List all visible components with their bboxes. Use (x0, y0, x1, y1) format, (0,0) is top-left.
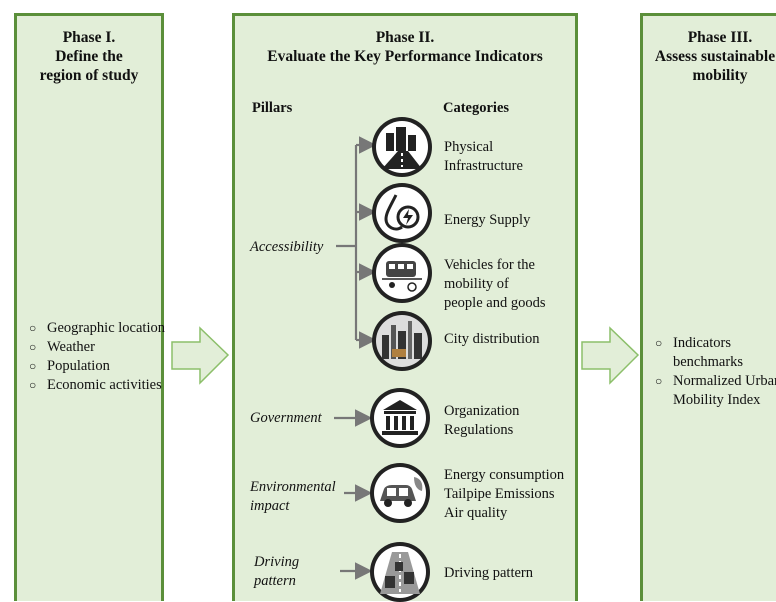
pillar-driving-pattern: Driving pattern (254, 554, 300, 589)
phase-3-list: Indicators benchmarks Normalized Urban M… (651, 334, 776, 410)
vehicles-people-icon (372, 243, 432, 303)
categories-header: Categories (443, 100, 510, 116)
phase-3-title: Phase III. Assess sustainable mobility (643, 28, 776, 85)
category-organization-regulations: Organization Regulations (444, 403, 520, 438)
car-leaf-icon (370, 463, 430, 523)
list-item: Indicators benchmarks (651, 334, 776, 372)
category-environmental: Energy consumption Tailpipe Emissions Ai… (444, 467, 565, 521)
phase-1-list: Geographic location Weather Population E… (25, 319, 165, 395)
list-item: Economic activities (25, 376, 165, 395)
road-city-icon (372, 117, 432, 177)
city-skyline-icon (372, 311, 432, 371)
category-physical-infrastructure: Physical Infrastructure (444, 139, 523, 174)
category-driving-pattern: Driving pattern (444, 565, 533, 581)
phase-3-title-line: Assess sustainable (654, 48, 776, 65)
pillar-accessibility: Accessibility (250, 239, 324, 255)
list-item: Weather (25, 338, 165, 357)
pillar-environmental-impact: Environmental impact (250, 479, 336, 514)
list-item: Normalized Urban Mobility Index (651, 372, 776, 410)
flow-arrow-icon (171, 326, 230, 385)
phase-2-title: Phase II. Evaluate the Key Performance I… (267, 29, 543, 65)
phase-3-title-line: mobility (692, 67, 748, 84)
category-city-distribution: City distribution (444, 331, 540, 347)
phase-1-title: Phase I. Define the region of study (39, 29, 139, 84)
flow-arrow-icon (581, 326, 640, 385)
category-vehicles: Vehicles for the mobility of people and … (444, 257, 546, 311)
phase-3-panel: Phase III. Assess sustainable mobility I… (640, 13, 776, 601)
driving-road-icon (370, 542, 430, 602)
pillars-header: Pillars (252, 100, 293, 116)
phase-1-panel: Phase I. Define the region of study Geog… (14, 13, 165, 601)
energy-drop-icon (372, 183, 432, 243)
phase-3-title-line: Phase III. (687, 29, 753, 46)
phase-2-panel: Phase II. Evaluate the Key Performance I… (232, 13, 578, 601)
pillar-government: Government (250, 410, 322, 426)
category-energy-supply: Energy Supply (444, 212, 531, 228)
list-item: Geographic location (25, 319, 165, 338)
list-item: Population (25, 357, 165, 376)
government-building-icon (370, 388, 430, 448)
